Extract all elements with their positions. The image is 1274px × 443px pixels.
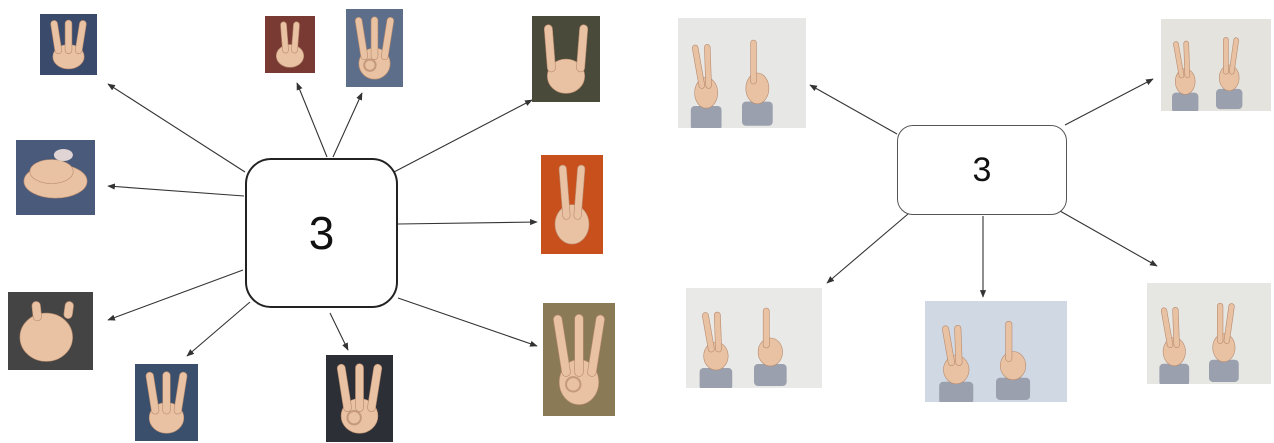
finger: [1217, 302, 1224, 344]
palm: [757, 337, 783, 367]
finger: [336, 363, 352, 412]
finger: [354, 16, 368, 61]
thumb-ring: [363, 58, 377, 72]
finger: [50, 20, 62, 54]
palm: [1212, 333, 1236, 363]
finger: [291, 21, 300, 54]
arrow-right-2: [1064, 78, 1154, 126]
arrow-left-8: [186, 301, 251, 357]
sleeve: [742, 101, 773, 126]
sleeve: [1216, 88, 1243, 110]
arrow-left-10: [397, 297, 538, 347]
palm: [29, 159, 74, 184]
finger: [587, 314, 605, 377]
sleeve: [699, 368, 733, 388]
arrow-left-6: [397, 219, 538, 226]
finger: [750, 39, 757, 85]
left-hand-photo-8: [135, 364, 198, 441]
left-number-label: 3: [308, 207, 335, 259]
finger: [543, 24, 556, 73]
finger: [1173, 41, 1185, 79]
sleeve: [1159, 363, 1190, 384]
arrow-left-5: [107, 183, 245, 197]
finger: [574, 314, 584, 377]
right-hand-photo-5: [1147, 283, 1271, 384]
finger: [702, 312, 715, 353]
finger: [1160, 307, 1174, 348]
finger: [64, 19, 73, 54]
palm: [546, 58, 586, 94]
finger: [367, 363, 383, 412]
sleeve: [1172, 92, 1199, 111]
finger: [1223, 303, 1235, 344]
arrow-right-1: [809, 84, 898, 135]
left-hand-photo-3: [346, 9, 403, 87]
finger: [576, 24, 589, 73]
sleeve: [939, 381, 974, 402]
left-hand-photo-1: [40, 14, 97, 75]
finger: [762, 307, 770, 349]
finger: [713, 311, 722, 353]
arrow-left-2: [296, 82, 328, 158]
finger: [355, 363, 364, 412]
sleeve: [1209, 359, 1239, 382]
sleeve-cuff: [53, 149, 73, 161]
palm: [745, 72, 770, 105]
right-number-label: 3: [972, 150, 992, 189]
left-hand-photo-10: [543, 303, 615, 416]
palm: [554, 204, 590, 245]
finger: [370, 16, 379, 61]
finger: [381, 16, 395, 61]
finger: [173, 371, 188, 415]
finger: [162, 371, 171, 415]
left-hand-photo-7: [8, 292, 93, 370]
right-number-box: 3: [897, 125, 1067, 215]
finger: [558, 164, 571, 220]
right-hand-photo-1: [678, 18, 806, 128]
finger: [573, 164, 586, 220]
arrow-left-3: [332, 92, 363, 158]
finger: [942, 325, 955, 366]
arrow-right-5: [1059, 210, 1158, 267]
finger: [63, 301, 74, 319]
left-hand-photo-2: [265, 16, 315, 73]
finger: [1172, 306, 1180, 348]
left-number-box: 3: [245, 158, 398, 308]
sleeve: [996, 377, 1031, 400]
thumb-ring: [565, 376, 582, 393]
finger: [553, 314, 571, 377]
right-hand-photo-2: [1161, 19, 1271, 111]
finger: [31, 301, 42, 322]
left-hand-photo-5: [16, 140, 95, 215]
finger: [1005, 320, 1013, 362]
arrow-left-4: [393, 99, 533, 173]
finger: [1228, 37, 1239, 75]
palm: [275, 44, 305, 68]
finger: [280, 21, 289, 54]
finger: [954, 324, 963, 366]
arrow-left-1: [107, 83, 246, 173]
left-hand-photo-4: [532, 16, 600, 102]
finger: [75, 20, 87, 54]
arrow-right-3: [826, 213, 909, 284]
arrow-left-9: [329, 312, 349, 351]
sleeve: [690, 106, 722, 128]
finger: [704, 44, 712, 89]
finger: [691, 44, 705, 89]
right-hand-photo-3: [686, 288, 822, 388]
sleeve: [754, 364, 787, 386]
left-hand-photo-6: [541, 155, 603, 254]
arrow-left-7: [107, 269, 244, 321]
finger: [1183, 40, 1191, 79]
finger: [145, 371, 160, 415]
palm: [999, 351, 1027, 381]
right-hand-photo-4: [925, 301, 1067, 402]
palm: [19, 312, 73, 362]
palm: [1218, 64, 1240, 92]
left-hand-photo-9: [326, 355, 393, 442]
finger: [1223, 37, 1229, 75]
thumb-ring: [346, 409, 362, 426]
